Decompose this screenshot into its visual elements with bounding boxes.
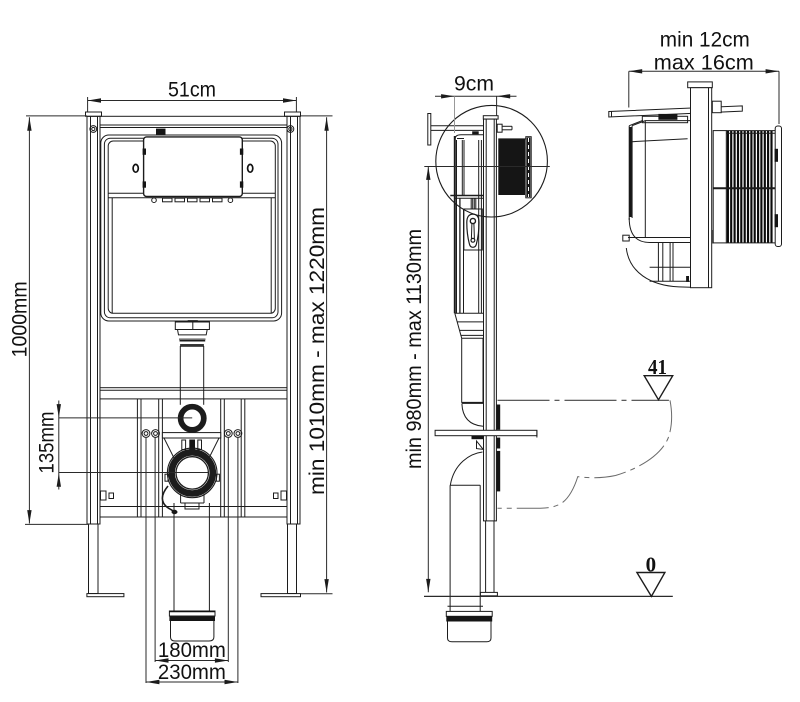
svg-text:9cm: 9cm bbox=[454, 72, 494, 95]
svg-text:230mm: 230mm bbox=[158, 661, 226, 684]
svg-text:135mm: 135mm bbox=[36, 412, 59, 474]
svg-text:180mm: 180mm bbox=[158, 639, 226, 662]
svg-text:1000mm: 1000mm bbox=[9, 281, 32, 357]
svg-text:0: 0 bbox=[646, 553, 657, 577]
svg-text:min 980mm - max 1130mm: min 980mm - max 1130mm bbox=[403, 229, 426, 469]
svg-text:min 12cm: min 12cm bbox=[660, 28, 750, 51]
svg-text:41: 41 bbox=[648, 355, 667, 379]
svg-text:min 1010mm - max 1220mm: min 1010mm - max 1220mm bbox=[306, 207, 329, 495]
svg-text:51cm: 51cm bbox=[168, 79, 216, 102]
svg-text:max 16cm: max 16cm bbox=[654, 51, 754, 74]
